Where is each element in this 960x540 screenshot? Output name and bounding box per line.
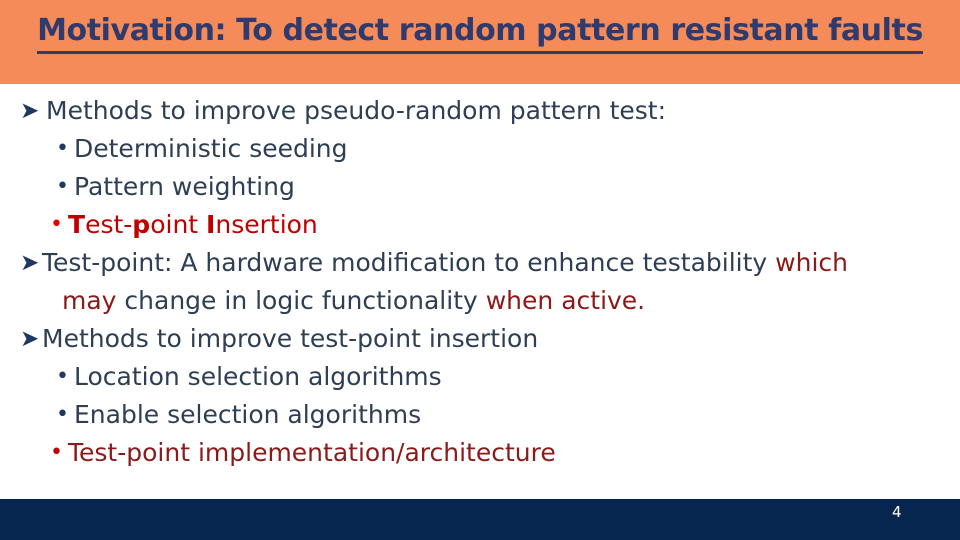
- bullet-text-run: nsertion: [215, 210, 318, 239]
- bullet-text: Methods to improve pseudo-random pattern…: [46, 96, 667, 125]
- bullet-text-run: when active.: [485, 286, 646, 315]
- bullet-line-location-selection: • Location selection algorithms: [0, 358, 960, 396]
- bullet-text: Enable selection algorithms: [74, 400, 422, 429]
- bullet-text-run: p: [132, 210, 151, 239]
- arrow-bullet-icon: ➤: [20, 250, 40, 276]
- round-bullet-icon: •: [56, 364, 69, 389]
- bullet-line-test-point-insertion: • Test-point Insertion: [0, 206, 960, 244]
- bullet-line-deterministic-seeding: • Deterministic seeding: [0, 130, 960, 168]
- bullet-text-run: which: [775, 248, 848, 277]
- bullet-text-run: oint: [150, 210, 207, 239]
- bullet-text: Test-point: A hardware modification to e…: [42, 244, 848, 282]
- arrow-bullet-icon: ➤: [20, 326, 40, 352]
- round-bullet-icon: •: [50, 440, 63, 465]
- bullet-line-methods-improve: ➤ Methods to improve pseudo-random patte…: [0, 92, 960, 130]
- bullet-text: Test-point Insertion: [68, 206, 318, 244]
- page-number-value: 4: [892, 503, 902, 521]
- bullet-line-methods-test-point-insertion: ➤ Methods to improve test-point insertio…: [0, 320, 960, 358]
- slide-header-band: [0, 0, 960, 84]
- bullet-text: Test-point implementation/architecture: [68, 438, 556, 467]
- round-bullet-icon: •: [50, 212, 63, 237]
- bullet-text-run: may: [62, 286, 117, 315]
- bullet-text: Deterministic seeding: [74, 134, 348, 163]
- bullet-line-test-point-implementation: • Test-point implementation/architecture: [0, 434, 960, 472]
- continuation-line-test-point-definition: may change in logic functionality when a…: [0, 282, 960, 320]
- round-bullet-icon: •: [56, 136, 69, 161]
- bullet-text: Location selection algorithms: [74, 362, 442, 391]
- slide-footer-band: [0, 499, 960, 540]
- page-title: Motivation: To detect random pattern res…: [0, 13, 960, 54]
- bullet-text: may change in logic functionality when a…: [62, 286, 645, 315]
- bullet-text: Methods to improve test-point insertion: [42, 324, 539, 353]
- round-bullet-icon: •: [56, 174, 69, 199]
- bullet-text-run: est-: [85, 210, 133, 239]
- bullet-line-test-point-definition: ➤ Test-point: A hardware modification to…: [0, 244, 960, 282]
- bullet-line-enable-selection: • Enable selection algorithms: [0, 396, 960, 434]
- bullet-line-pattern-weighting: • Pattern weighting: [0, 168, 960, 206]
- page-title-text: Motivation: To detect random pattern res…: [37, 13, 923, 54]
- bullet-text: Pattern weighting: [74, 172, 295, 201]
- bullet-text-run: Test-point: A hardware modification to e…: [42, 248, 776, 277]
- arrow-bullet-icon: ➤: [20, 98, 40, 124]
- bullet-text-run: change in logic functionality: [116, 286, 486, 315]
- slide-content-body: ➤ Methods to improve pseudo-random patte…: [0, 92, 960, 492]
- bullet-text-run: T: [68, 210, 86, 239]
- bullet-text-run: I: [206, 210, 216, 239]
- round-bullet-icon: •: [56, 402, 69, 427]
